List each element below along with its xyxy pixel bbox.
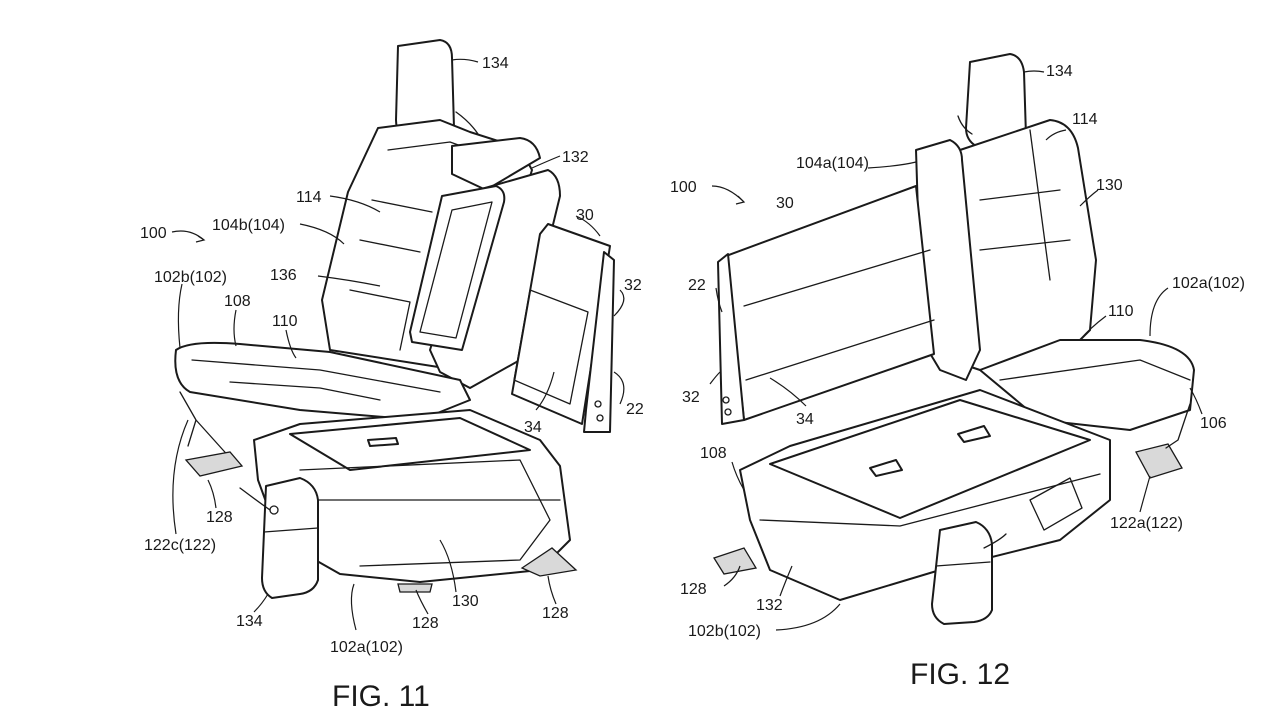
fig12-label: 104a(104) bbox=[796, 155, 869, 172]
fig11-foot-left bbox=[184, 451, 244, 477]
fig12-label: 134 bbox=[1046, 63, 1073, 80]
fig12-label: 128 bbox=[680, 581, 707, 598]
fig11-center-panel bbox=[451, 137, 541, 191]
fig11-cargo-panel bbox=[511, 223, 611, 425]
fig12-label: 114 bbox=[1072, 111, 1098, 128]
fig12-lid-handle-b bbox=[957, 425, 991, 443]
fig11-drawing bbox=[174, 39, 615, 599]
fig11-label: 108 bbox=[224, 293, 251, 310]
fig12-drawing bbox=[713, 53, 1195, 625]
fig11-label: 30 bbox=[576, 207, 594, 224]
fig11-label: 134 bbox=[482, 55, 509, 72]
fig11-label: 22 bbox=[626, 401, 644, 418]
fig11-labels: 134 132 114 104b(104) 100 30 102b(102) 1… bbox=[140, 55, 644, 656]
fig12-label: 102b(102) bbox=[688, 623, 761, 640]
fig11-label: 110 bbox=[272, 313, 298, 330]
fig12-lid-handle-a bbox=[869, 459, 903, 477]
fig11-label: 114 bbox=[296, 189, 322, 206]
fig11-seat-cushion-left bbox=[174, 341, 471, 421]
fig12-label: 32 bbox=[682, 389, 700, 406]
fig12-label: 22 bbox=[688, 277, 706, 294]
fig12-labels: 134 114 104a(104) 100 30 130 22 102a(102… bbox=[670, 63, 1245, 640]
fig11-label: 122c(122) bbox=[144, 537, 216, 554]
fig12-caption: FIG. 12 bbox=[910, 658, 1010, 691]
fig12-leaders bbox=[709, 70, 1203, 631]
fig11-label: 100 bbox=[140, 225, 167, 242]
fig12-label: 102a(102) bbox=[1172, 275, 1245, 292]
fig11-label: 102b(102) bbox=[154, 269, 227, 286]
fig11-label: 128 bbox=[412, 615, 439, 632]
fig12-foot-right bbox=[1135, 443, 1183, 479]
fig11-headrest-removed bbox=[261, 477, 319, 599]
fig11-storage-lid bbox=[289, 417, 531, 471]
fig11-label: 132 bbox=[562, 149, 589, 166]
fig12-headrest-removed bbox=[931, 521, 993, 625]
fig12-label: 132 bbox=[756, 597, 783, 614]
fig11-label: 34 bbox=[524, 419, 542, 436]
fig12-label: 106 bbox=[1200, 415, 1227, 432]
fig11-label: 102a(102) bbox=[330, 639, 403, 656]
fig12-label: 34 bbox=[796, 411, 814, 428]
fig12-storage-lid bbox=[769, 399, 1091, 519]
fig12-label: 122a(122) bbox=[1110, 515, 1183, 532]
fig11-caption: FIG. 11 bbox=[332, 680, 430, 713]
fig12-seat-cushion-right bbox=[979, 339, 1195, 431]
fig12-label: 30 bbox=[776, 195, 794, 212]
fig12-label: 108 bbox=[700, 445, 727, 462]
fig11-label: 128 bbox=[542, 605, 569, 622]
fig12-foot-left bbox=[713, 547, 758, 575]
fig11-lid-handle bbox=[367, 437, 399, 447]
fig12-label: 100 bbox=[670, 179, 697, 196]
fig11-leaders bbox=[171, 58, 625, 631]
fig11-label: 134 bbox=[236, 613, 263, 630]
fig11-label: 128 bbox=[206, 509, 233, 526]
fig11-bracket bbox=[583, 251, 615, 433]
fig11-label: 136 bbox=[270, 267, 297, 284]
fig11-label: 104b(104) bbox=[212, 217, 285, 234]
fig11-foot-right bbox=[520, 547, 578, 577]
fig12-label: 130 bbox=[1096, 177, 1123, 194]
fig11-label: 130 bbox=[452, 593, 479, 610]
fig12-bracket bbox=[717, 253, 745, 425]
fig12-cargo-panel bbox=[725, 185, 935, 421]
fig11-label: 32 bbox=[624, 277, 642, 294]
fig11-opening bbox=[409, 185, 506, 351]
fig12-label: 110 bbox=[1108, 303, 1134, 320]
